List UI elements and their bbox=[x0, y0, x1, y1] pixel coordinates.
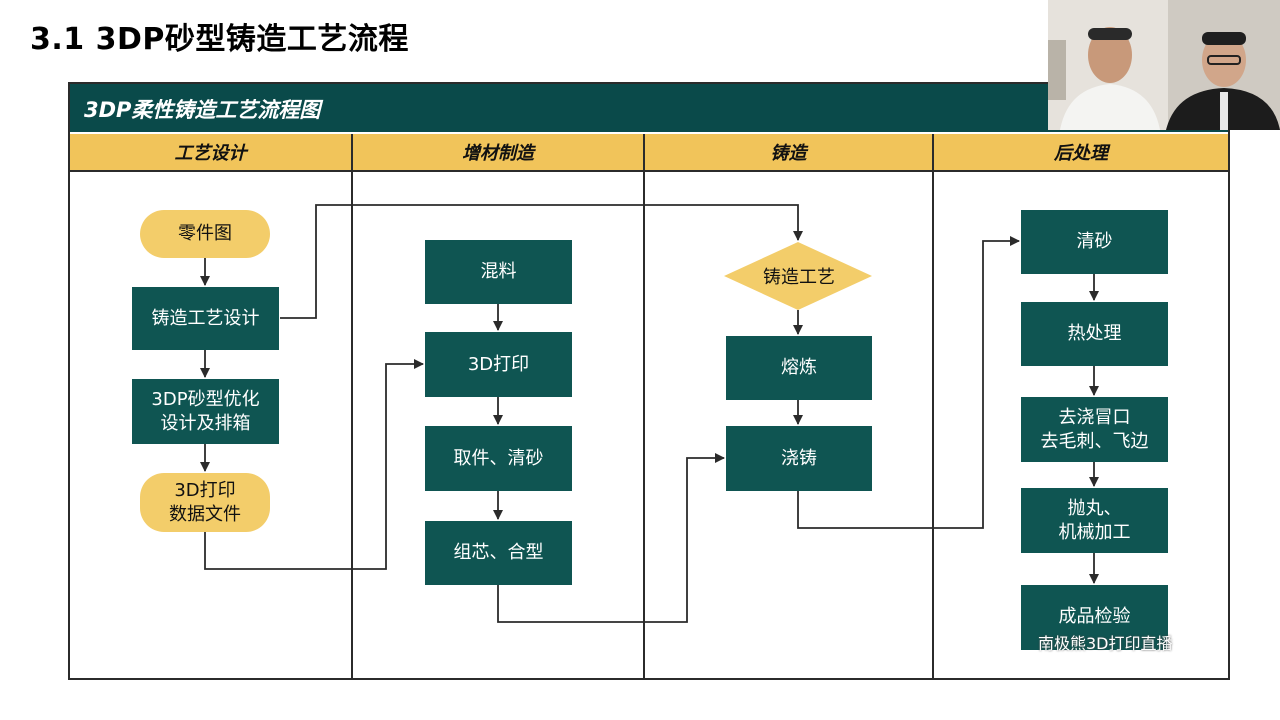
node-heat-treatment: 热处理 bbox=[1021, 302, 1168, 366]
node-smelting: 熔炼 bbox=[726, 336, 872, 400]
node-mixing: 混料 bbox=[425, 240, 572, 304]
node-remove-clean: 取件、清砂 bbox=[425, 426, 572, 491]
slide-title: 3.1 3DP砂型铸造工艺流程 bbox=[30, 22, 409, 57]
decision-diamond bbox=[724, 242, 872, 310]
lane-divider-1 bbox=[351, 170, 353, 680]
node-riser-removal: 去浇冒口 去毛刺、飞边 bbox=[1021, 397, 1168, 462]
webcam-overlay bbox=[1048, 0, 1280, 130]
lane-header-additive: 增材制造 bbox=[353, 134, 645, 170]
arrow-core-to-pouring bbox=[497, 453, 725, 623]
banner-title: 3DP柔性铸造工艺流程图 bbox=[84, 98, 321, 122]
node-core-assembly: 组芯、合型 bbox=[425, 521, 572, 585]
node-inspection: 成品检验 bbox=[1021, 585, 1168, 650]
node-sand-mold-optimize: 3DP砂型优化 设计及排箱 bbox=[132, 379, 279, 444]
node-shot-machining: 抛丸、 机械加工 bbox=[1021, 488, 1168, 553]
node-parts-drawing: 零件图 bbox=[140, 210, 270, 258]
arrow-design-to-casting-process bbox=[280, 204, 803, 319]
arrow-pouring-to-cleaning bbox=[797, 236, 1020, 529]
node-sand-cleaning: 清砂 bbox=[1021, 210, 1168, 274]
node-casting-process: 铸造工艺 bbox=[763, 267, 835, 288]
watermark: 南极熊3D打印直播 bbox=[1038, 634, 1173, 653]
node-3d-printing: 3D打印 bbox=[425, 332, 572, 397]
lane-divider-2 bbox=[643, 170, 645, 680]
webcam-video-image bbox=[1048, 0, 1280, 130]
node-pouring: 浇铸 bbox=[726, 426, 872, 491]
lane-header-post: 后处理 bbox=[934, 134, 1228, 170]
node-casting-process-design: 铸造工艺设计 bbox=[132, 287, 279, 350]
lane-header-design: 工艺设计 bbox=[70, 134, 353, 170]
arrow-data-to-printing bbox=[204, 359, 424, 570]
diagram-banner: 3DP柔性铸造工艺流程图 bbox=[70, 84, 1228, 132]
lane-header-divider bbox=[70, 170, 1228, 172]
lane-divider-3 bbox=[932, 170, 934, 680]
diagram-frame bbox=[68, 82, 1230, 680]
lane-header-casting: 铸造 bbox=[645, 134, 934, 170]
node-print-data-file: 3D打印 数据文件 bbox=[140, 473, 270, 532]
